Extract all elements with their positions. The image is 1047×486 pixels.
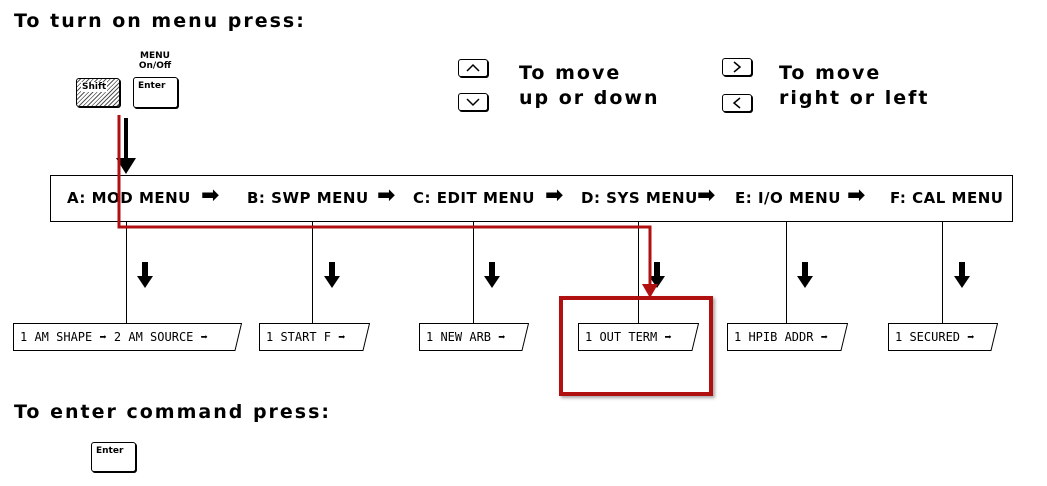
onoff-label: On/Off xyxy=(138,61,172,71)
display-e-text: 1 HPIB ADDR ➡ xyxy=(734,330,828,344)
up-key[interactable] xyxy=(458,59,488,77)
shift-key-label: Shift xyxy=(81,82,108,92)
enter-key[interactable]: Enter xyxy=(133,77,178,108)
menu-b[interactable]: B: SWP MENU xyxy=(247,189,369,207)
display-b: 1 START F ➡ xyxy=(259,323,370,351)
display-a-text: 1 AM SHAPE ➡ 2 AM SOURCE ➡ xyxy=(20,330,208,344)
menu-bar: A: MOD MENU ➡ B: SWP MENU ➡ C: EDIT MENU… xyxy=(50,175,1013,222)
menu-arrow-icon: ➡ xyxy=(545,183,564,208)
down-arrow-icon xyxy=(797,262,813,288)
updown-line2: up or down xyxy=(519,87,660,109)
left-key[interactable] xyxy=(722,94,752,112)
key-to-menu-shaft xyxy=(124,118,128,162)
display-f: 1 SECURED ➡ xyxy=(888,323,998,351)
updown-line1: To move xyxy=(519,62,622,84)
menu-arrow-icon: ➡ xyxy=(377,183,396,208)
chevron-up-icon xyxy=(466,63,480,72)
display-b-text: 1 START F ➡ xyxy=(266,330,346,344)
down-arrow-icon xyxy=(954,262,970,288)
menu-arrow-icon: ➡ xyxy=(697,183,716,208)
rightleft-line2: right or left xyxy=(779,87,930,109)
menu-a[interactable]: A: MOD MENU xyxy=(67,189,191,207)
menu-arrow-icon: ➡ xyxy=(201,183,220,208)
down-arrow-icon xyxy=(484,262,500,288)
down-key[interactable] xyxy=(458,93,488,111)
display-d-text: 1 OUT TERM ➡ xyxy=(585,330,672,344)
menu-arrow-icon: ➡ xyxy=(847,183,866,208)
down-arrow-icon xyxy=(649,262,665,288)
enter-command-key[interactable]: Enter xyxy=(91,442,136,472)
connector-e xyxy=(786,221,787,323)
down-arrow-icon xyxy=(137,262,153,288)
menu-e[interactable]: E: I/O MENU xyxy=(735,189,841,207)
turn-on-heading: To turn on menu press: xyxy=(14,10,306,32)
connector-f xyxy=(942,221,943,323)
updown-text: To move up or down xyxy=(519,61,660,111)
menu-label: MENU xyxy=(140,51,170,61)
menu-onoff-label: MENU On/Off xyxy=(130,51,180,71)
display-e: 1 HPIB ADDR ➡ xyxy=(727,323,848,351)
chevron-down-icon xyxy=(466,98,480,107)
connector-b xyxy=(312,221,313,323)
chevron-left-icon xyxy=(732,97,741,109)
enter-command-heading: To enter command press: xyxy=(14,401,332,423)
display-c: 1 NEW ARB ➡ xyxy=(419,323,529,351)
connector-d xyxy=(638,221,639,323)
down-arrow-icon xyxy=(324,262,340,288)
rightleft-line1: To move xyxy=(779,62,882,84)
key-to-menu-arrowhead-icon xyxy=(116,158,136,174)
chevron-right-icon xyxy=(733,61,742,73)
menu-f[interactable]: F: CAL MENU xyxy=(890,189,1004,207)
enter-key-label: Enter xyxy=(138,81,166,91)
display-d: 1 OUT TERM ➡ xyxy=(578,323,699,351)
connector-a xyxy=(126,221,127,323)
enter-command-key-label: Enter xyxy=(96,446,124,456)
menu-d[interactable]: D: SYS MENU xyxy=(581,189,698,207)
connector-c xyxy=(473,221,474,323)
right-key[interactable] xyxy=(722,58,752,76)
display-a: 1 AM SHAPE ➡ 2 AM SOURCE ➡ xyxy=(13,323,242,351)
menu-c[interactable]: C: EDIT MENU xyxy=(413,189,535,207)
rightleft-text: To move right or left xyxy=(779,61,930,111)
highlight-box xyxy=(559,296,713,396)
shift-key[interactable]: Shift xyxy=(76,78,120,107)
display-f-text: 1 SECURED ➡ xyxy=(895,330,975,344)
display-c-text: 1 NEW ARB ➡ xyxy=(426,330,506,344)
